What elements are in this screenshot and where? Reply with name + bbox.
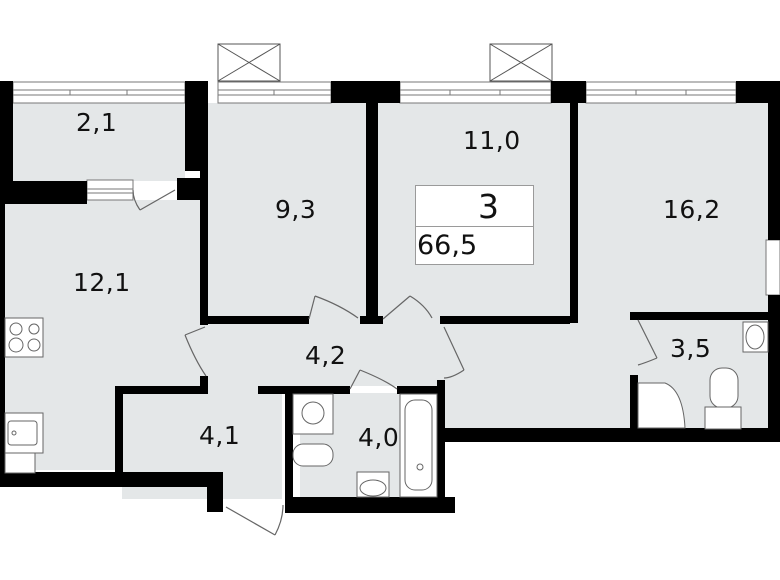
room-area-bathroom: 4,0 — [358, 423, 400, 452]
walls — [0, 81, 780, 513]
shower-room-fixtures — [637, 321, 769, 430]
room-area-hallway: 4,2 — [305, 341, 347, 370]
ac-unit-icons — [217, 43, 553, 82]
kitchen-sink-icon — [4, 412, 44, 474]
room-count: 3 — [416, 186, 533, 227]
apartment-summary-box: 3 66,5 — [415, 185, 534, 265]
room-area-entrance-hall: 4,1 — [199, 421, 241, 450]
total-area: 66,5 — [417, 230, 478, 261]
room-area-living-room: 16,2 — [663, 195, 721, 224]
room-area-shower-room: 3,5 — [670, 334, 712, 363]
bathroom-fixtures — [292, 393, 438, 498]
room-area-balcony: 2,1 — [76, 108, 118, 137]
stove-icon — [4, 317, 44, 358]
room-area-bedroom-1: 9,3 — [275, 195, 317, 224]
room-area-bedroom-2: 11,0 — [463, 126, 521, 155]
room-area-kitchen: 12,1 — [73, 268, 131, 297]
doors — [132, 189, 658, 536]
windows — [12, 81, 780, 296]
